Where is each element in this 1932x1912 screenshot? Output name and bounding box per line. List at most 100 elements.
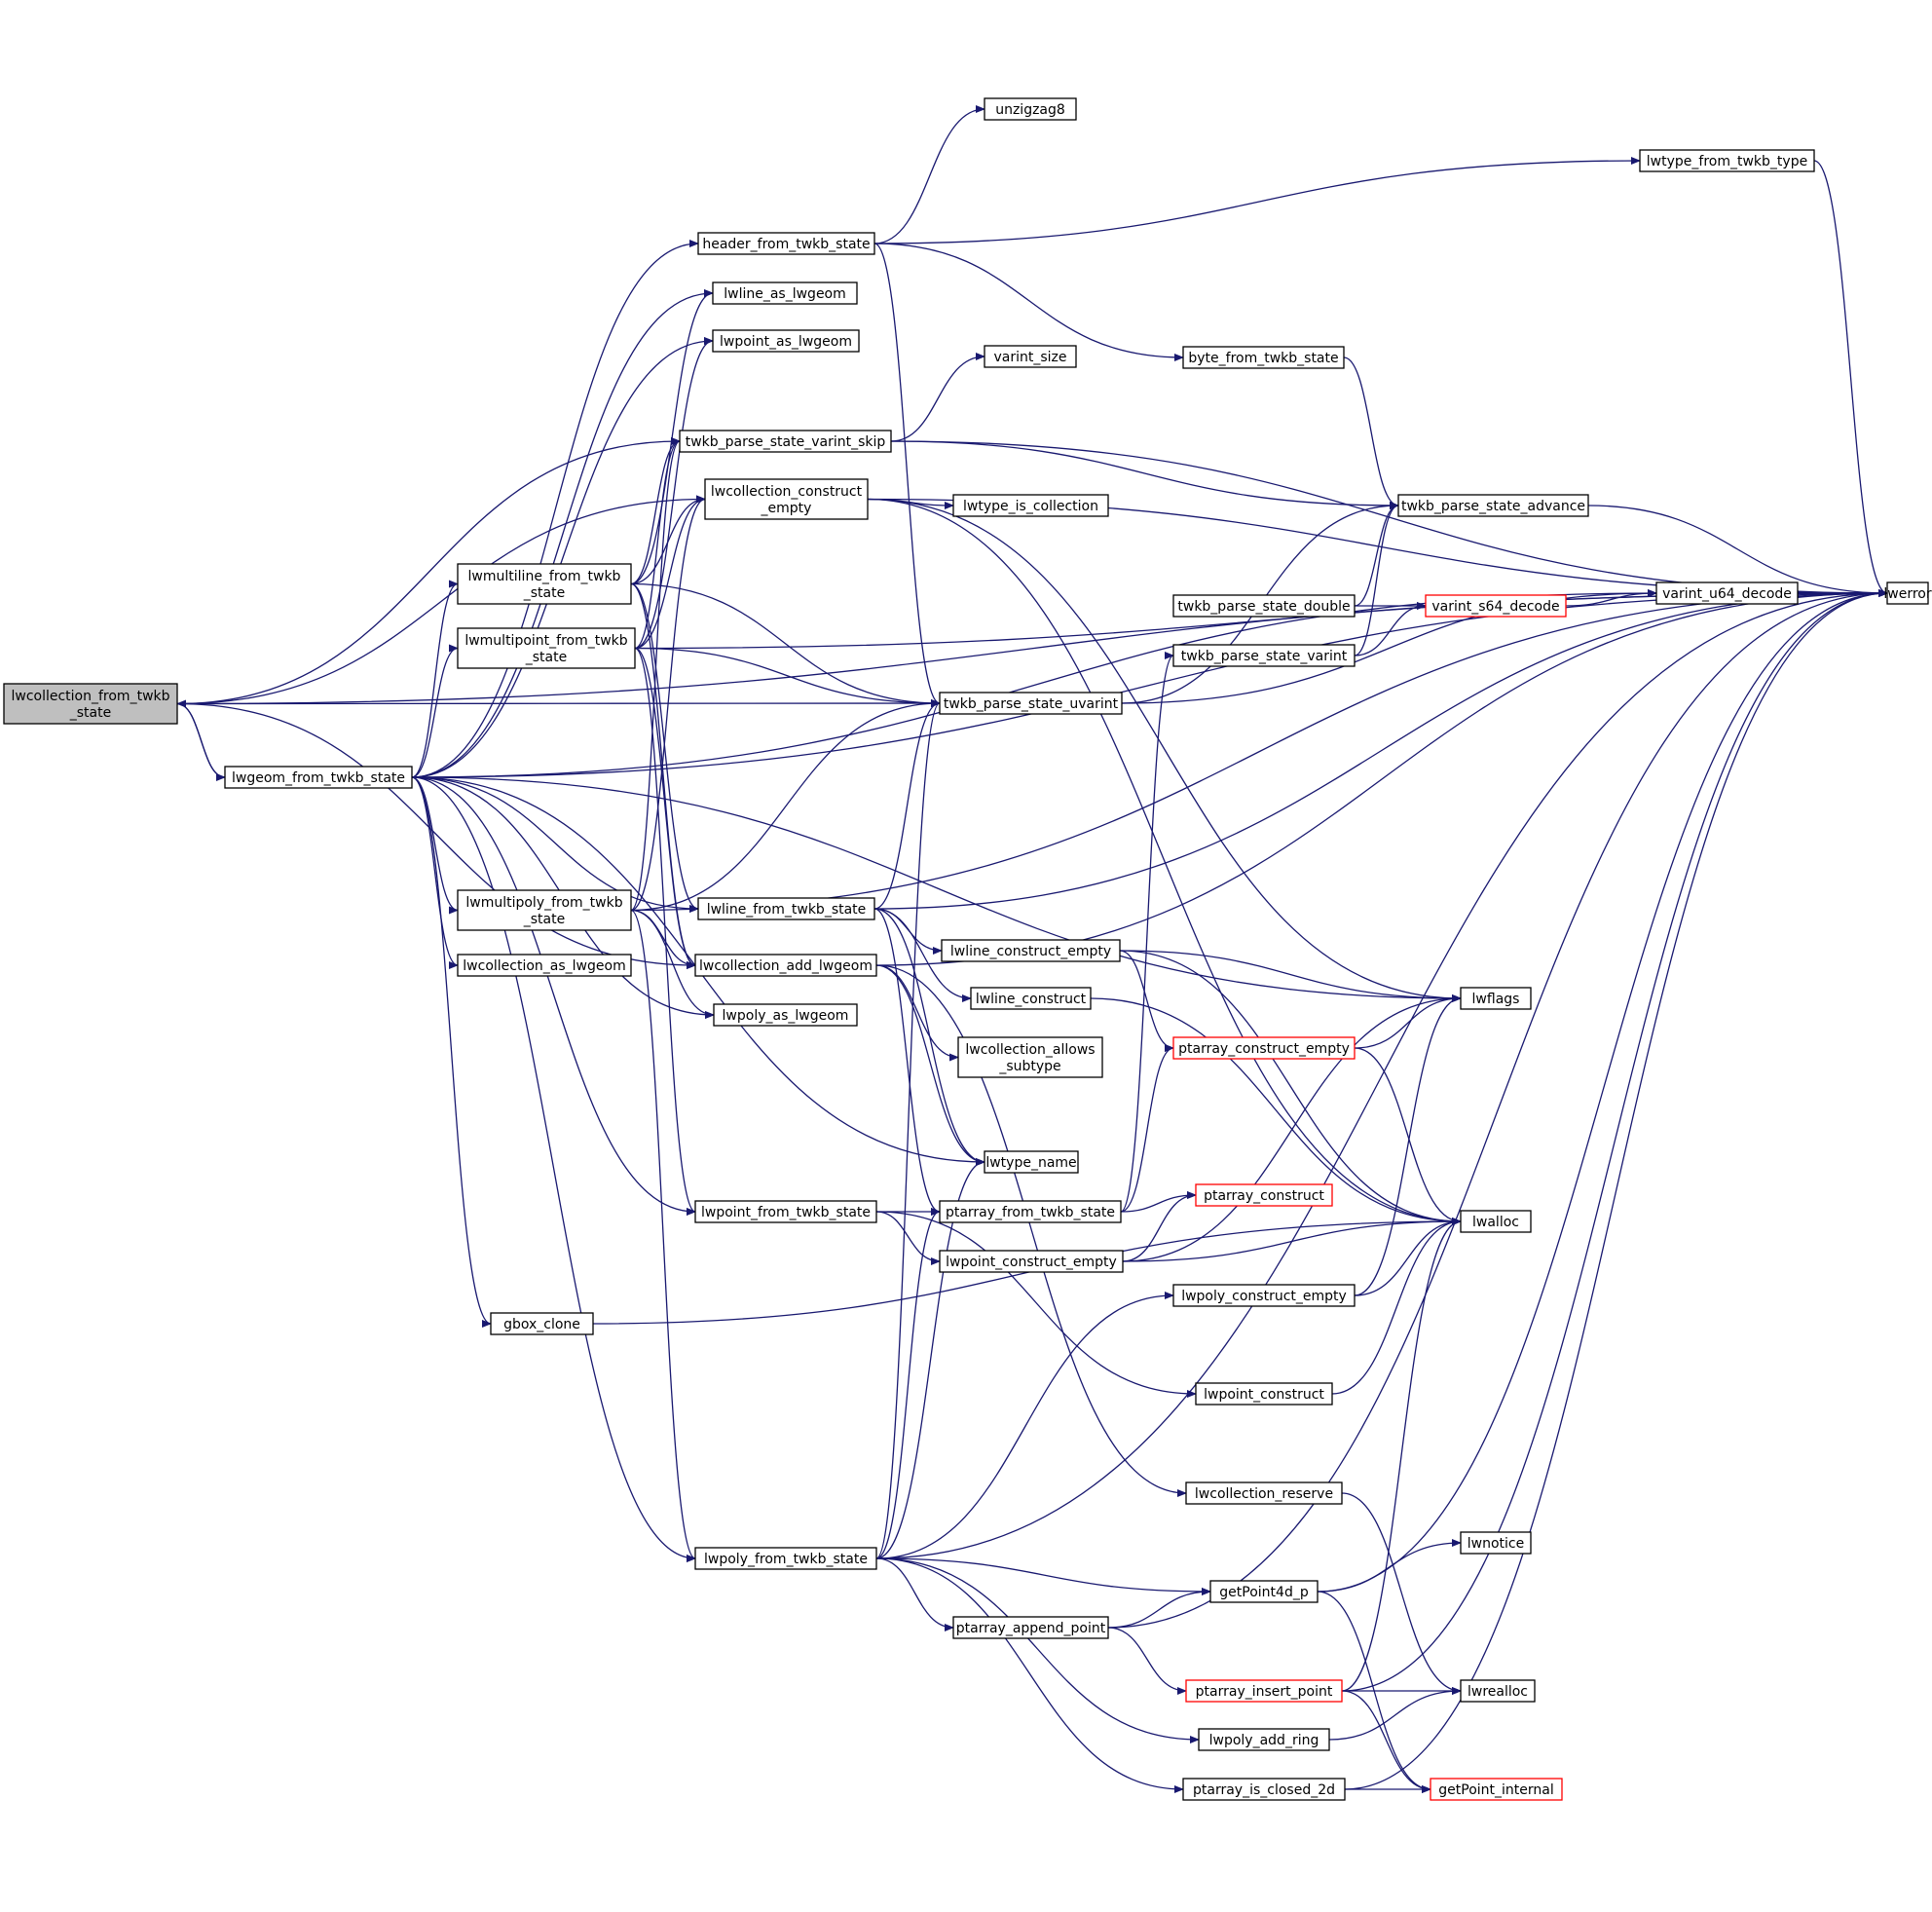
node-unzigzag8[interactable]: unzigzag8 [984,97,1077,121]
node-varint-s64-decode[interactable]: varint_s64_decode [1425,594,1567,618]
node-varint-size[interactable]: varint_size [984,345,1077,368]
node-lwnotice[interactable]: lwnotice [1460,1531,1532,1555]
node-lwpoly-construct-empty[interactable]: lwpoly_construct_empty [1172,1284,1356,1307]
node-box [957,1036,1103,1078]
node-label: lwtype_name [985,1155,1076,1171]
node-lwpoint-as-lwgeom[interactable]: lwpoint_as_lwgeom [712,329,860,353]
node-label: lwpoint_as_lwgeom [720,334,852,350]
call-edge [1341,589,1888,1692]
call-edge [875,964,1187,1497]
node-box [224,766,413,789]
node-lwline-as-lwgeom[interactable]: lwline_as_lwgeom [712,281,858,305]
node-varint-u64-decode[interactable]: varint_u64_decode [1655,581,1799,605]
node-label: lwcollection_from_twkb [11,689,169,704]
node-ptarray-construct[interactable]: ptarray_construct [1195,1183,1333,1207]
node-lwmultipoly-from-twkb-state[interactable]: lwmultipoly_from_twkb_state [457,889,632,931]
call-edge [411,589,1888,778]
node-label: gbox_clone [503,1317,580,1332]
node-lwpoint-construct[interactable]: lwpoint_construct [1195,1382,1333,1406]
node-getPoint4d-p[interactable]: getPoint4d_p [1209,1580,1319,1603]
node-ptarray-insert-point[interactable]: ptarray_insert_point [1185,1679,1343,1703]
call-edge [1331,1218,1462,1395]
node-ptarray-construct-empty[interactable]: ptarray_construct_empty [1172,1036,1356,1060]
call-edge [875,1158,985,1559]
node-lwcollection-as-lwgeom[interactable]: lwcollection_as_lwgeom [457,954,632,977]
node-label: lwerror [1883,586,1931,602]
call-edge [176,699,941,708]
node-header-from-twkb-state[interactable]: header_from_twkb_state [697,232,875,255]
call-edge [1343,356,1399,509]
node-twkb-parse-state-double[interactable]: twkb_parse_state_double [1172,594,1356,618]
node-lwline-construct-empty[interactable]: lwline_construct_empty [941,939,1121,962]
node-lwcollection-construct-empty[interactable]: lwcollection_construct_empty [704,478,869,520]
node-lwrealloc[interactable]: lwrealloc [1460,1679,1536,1703]
call-edge [630,495,706,912]
node-box [984,1150,1079,1174]
node-lwline-from-twkb-state[interactable]: lwline_from_twkb_state [697,897,875,920]
node-box [1172,644,1356,667]
node-label: lwline_construct [976,992,1087,1007]
node-box [1172,1036,1356,1060]
node-label: byte_from_twkb_state [1188,351,1338,366]
node-lwgeom-from-twkb-state[interactable]: lwgeom_from_twkb_state [224,766,413,789]
node-twkb-parse-state-varint[interactable]: twkb_parse_state_varint [1172,644,1356,667]
node-twkb-parse-state-uvarint[interactable]: twkb_parse_state_uvarint [939,692,1123,715]
node-box [1460,987,1532,1010]
node-lwflags[interactable]: lwflags [1460,987,1532,1010]
call-edge [1120,652,1174,1213]
node-label: _subtype [998,1059,1060,1074]
node-lwerror[interactable]: lwerror [1883,581,1932,605]
node-lwtype-is-collection[interactable]: lwtype_is_collection [952,494,1109,517]
node-lwcollection-add-lwgeom[interactable]: lwcollection_add_lwgeom [694,954,877,977]
node-lwmultiline-from-twkb-state[interactable]: lwmultiline_from_twkb_state [457,563,632,605]
node-box [704,478,869,520]
node-lwcollection-allows-subtype[interactable]: lwcollection_allows_subtype [957,1036,1103,1078]
node-box [1425,594,1567,618]
node-lwcollection-from-twkb-state[interactable]: lwcollection_from_twkb_state [3,683,178,725]
node-lwpoly-as-lwgeom[interactable]: lwpoly_as_lwgeom [713,1003,858,1027]
node-twkb-parse-state-varint-skip[interactable]: twkb_parse_state_varint_skip [679,430,892,453]
node-label: _state [523,585,565,601]
call-edge [630,909,715,1019]
node-getPoint-internal[interactable]: getPoint_internal [1430,1778,1563,1801]
node-box [712,329,860,353]
node-label: lwline_from_twkb_state [707,902,867,918]
call-edge [1107,1627,1187,1695]
node-label: twkb_parse_state_advance [1401,499,1585,514]
node-lwpoly-add-ring[interactable]: lwpoly_add_ring [1198,1728,1330,1751]
node-ptarray-append-point[interactable]: ptarray_append_point [952,1616,1109,1639]
node-box [713,1003,858,1027]
call-edge [873,157,1641,244]
call-edge [867,498,1462,1225]
node-lwline-construct[interactable]: lwline_construct [970,987,1092,1010]
node-lwpoly-from-twkb-state[interactable]: lwpoly_from_twkb_state [694,1547,877,1570]
node-lwpoint-from-twkb-state[interactable]: lwpoint_from_twkb_state [694,1200,877,1223]
node-label: unzigzag8 [995,102,1065,118]
node-lwalloc[interactable]: lwalloc [1460,1210,1532,1233]
node-label: lwpoint_construct_empty [946,1255,1117,1270]
call-edge [1328,1687,1462,1741]
node-box [1430,1778,1563,1801]
call-edge [1354,602,1427,656]
call-edge [630,437,681,912]
node-twkb-parse-state-advance[interactable]: twkb_parse_state_advance [1397,494,1589,517]
call-edge [873,243,1184,361]
call-edge [875,1211,941,1265]
node-lwmultipoint-from-twkb-state[interactable]: lwmultipoint_from_twkb_state [457,627,636,669]
node-box [1185,1679,1343,1703]
node-lwtype-from-twkb-type[interactable]: lwtype_from_twkb_type [1639,149,1815,172]
call-edge [1122,1218,1462,1262]
call-edge [411,580,459,778]
call-edge [411,337,714,778]
node-ptarray-from-twkb-state[interactable]: ptarray_from_twkb_state [939,1200,1122,1223]
node-ptarray-is-closed-2d[interactable]: ptarray_is_closed_2d [1182,1778,1346,1801]
call-edge [634,647,941,707]
node-lwtype-name[interactable]: lwtype_name [984,1150,1079,1174]
node-lwpoint-construct-empty[interactable]: lwpoint_construct_empty [939,1250,1124,1273]
call-edge [875,1557,954,1631]
node-byte-from-twkb-state[interactable]: byte_from_twkb_state [1182,346,1345,369]
call-edge [630,437,681,585]
node-box [457,563,632,605]
node-gbox-clone[interactable]: gbox_clone [490,1312,594,1335]
node-lwcollection-reserve[interactable]: lwcollection_reserve [1185,1481,1343,1505]
